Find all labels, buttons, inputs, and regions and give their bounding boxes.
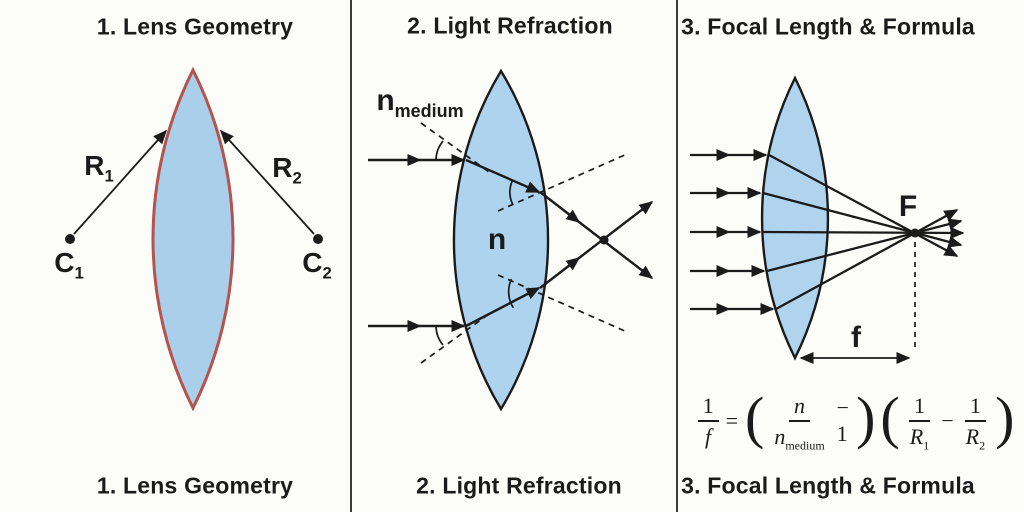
label-focal-point-f: F xyxy=(898,190,918,223)
formula-frac-1-over-r1: 1 R1 xyxy=(905,394,934,451)
formula-ratio-den-sub: medium xyxy=(785,438,825,453)
label-r2-sub: 2 xyxy=(292,168,302,188)
lensmaker-formula: 1 f = ( n nmedium − 1 ) ( 1 R1 − 1 R2 ) xyxy=(697,385,1015,452)
formula-equals: = xyxy=(725,408,739,433)
converging-lens xyxy=(760,75,830,361)
label-n-medium: nmedium xyxy=(376,84,463,121)
panel2-caption: 2. Light Refraction xyxy=(416,472,622,499)
angle-arc-entry-top xyxy=(435,140,444,161)
converging-ray-3 xyxy=(762,226,965,239)
angle-arc-exit-top xyxy=(509,179,514,205)
converging-ray-2 xyxy=(762,191,963,248)
label-r1-base: R xyxy=(84,150,105,181)
label-r2: R2 xyxy=(272,152,302,187)
radius-r2-arrow xyxy=(219,129,315,235)
converging-ray-4 xyxy=(766,218,963,273)
panel1-caption: 1. Lens Geometry xyxy=(96,472,294,499)
exit-ray-top xyxy=(539,191,654,279)
converging-ray-5 xyxy=(775,208,959,311)
formula-minus-sign-1: − xyxy=(836,395,850,420)
panel3-caption: 3. Focal Length & Formula xyxy=(681,472,975,499)
radius-r1-arrow xyxy=(73,129,167,235)
center-c2-dot xyxy=(313,234,323,244)
label-n-lens: n xyxy=(487,223,507,256)
panel1-lens-geometry-drawing xyxy=(65,66,323,412)
formula-r2-num: 1 xyxy=(964,394,986,422)
formula-minus-sign-2: − xyxy=(941,408,954,433)
formula-r2-den-base: R xyxy=(965,424,980,449)
normal-dashed-entry-bottom xyxy=(420,313,490,364)
formula-open-paren-1: ( xyxy=(745,385,765,451)
formula-frac-n-over-nmedium: n nmedium xyxy=(769,394,829,452)
formula-lhs-num: 1 xyxy=(697,394,719,422)
exit-ray-bottom xyxy=(539,201,654,289)
label-c2-base: C xyxy=(302,247,323,278)
formula-r1-den-base: R xyxy=(909,424,924,449)
angle-arc-exit-bottom xyxy=(507,278,515,309)
formula-frac-1-over-f: 1 f xyxy=(697,394,719,449)
label-c1-sub: 1 xyxy=(74,263,84,283)
panel3-title: 3. Focal Length & Formula xyxy=(681,13,975,40)
panel-divider-1 xyxy=(350,0,352,512)
label-focal-length-f: f xyxy=(851,321,861,354)
formula-lhs-den: f xyxy=(705,424,712,449)
normal-dashed-exit-top xyxy=(497,153,628,212)
formula-open-paren-2: ( xyxy=(880,385,900,451)
formula-ratio-den-base: n xyxy=(774,424,786,449)
label-n-medium-sub: medium xyxy=(394,101,464,121)
normal-dashed-exit-bottom xyxy=(497,274,628,333)
panel1-title: 1. Lens Geometry xyxy=(96,13,294,40)
center-c1-dot xyxy=(65,234,75,244)
angle-arc-entry-bottom xyxy=(435,325,444,346)
formula-r1-den-sub: 1 xyxy=(923,438,930,453)
formula-one: 1 xyxy=(836,421,848,446)
label-r1: R1 xyxy=(84,150,114,185)
panel-divider-2 xyxy=(676,0,678,512)
formula-close-paren-2: ) xyxy=(995,385,1015,451)
panel2-title: 2. Light Refraction xyxy=(407,12,613,39)
focal-point-dot xyxy=(910,228,920,238)
label-c2-sub: 2 xyxy=(322,263,332,283)
panel2-light-refraction-drawing xyxy=(368,68,654,412)
label-n-medium-base: n xyxy=(376,84,395,117)
panel3-focal-length-drawing xyxy=(690,75,965,364)
formula-r2-den-sub: 2 xyxy=(979,438,986,453)
label-c2: C2 xyxy=(302,247,332,282)
formula-r1-num: 1 xyxy=(908,394,930,422)
formula-close-paren-1: ) xyxy=(856,385,876,451)
ray-crossing-dot xyxy=(599,235,609,245)
refracted-ray-bottom-inside-lens xyxy=(465,286,541,328)
converging-ray-1 xyxy=(768,153,959,258)
biconvex-lens-red-outline xyxy=(151,66,235,412)
label-c1: C1 xyxy=(54,247,84,282)
label-c1-base: C xyxy=(54,247,75,278)
formula-minus-one: − 1 xyxy=(835,395,851,447)
formula-ratio-num: n xyxy=(789,394,810,422)
normal-dashed-entry-top xyxy=(420,122,490,173)
label-r2-base: R xyxy=(272,152,293,183)
refracted-ray-top-inside-lens xyxy=(465,158,541,194)
label-r1-sub: 1 xyxy=(104,166,114,186)
formula-frac-1-over-r2: 1 R2 xyxy=(961,394,990,451)
biconvex-lens-dark-outline xyxy=(452,68,550,412)
